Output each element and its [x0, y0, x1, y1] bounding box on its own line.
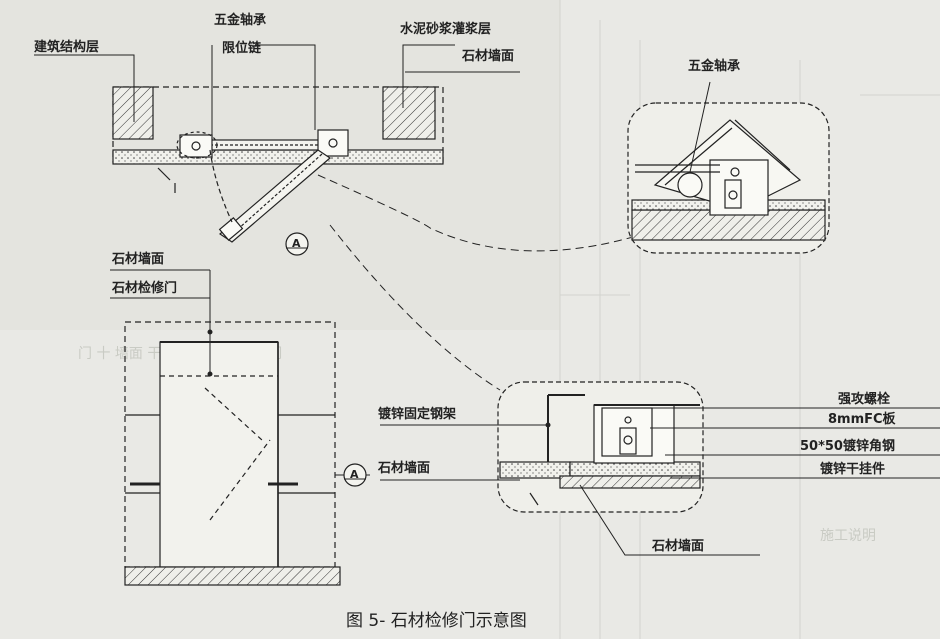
label-detail-stone-face-left: 石材墙面	[377, 460, 430, 476]
plan-leaders	[34, 44, 520, 140]
label-fc-board: 8mmFC板	[828, 411, 897, 427]
figure-caption: 图 5- 石材检修门示意图	[346, 611, 527, 631]
label-detail-stone-face-bottom: 石材墙面	[651, 538, 704, 554]
label-limit-chain: 限位链	[222, 40, 262, 56]
label-stone-face-top: 石材墙面	[461, 48, 514, 64]
label-steel-frame: 镀锌固定钢架	[378, 406, 456, 422]
detail-top	[627, 102, 830, 254]
label-elevation-stone-face: 石材墙面	[111, 251, 164, 267]
label-screw: 强攻螺栓	[838, 391, 890, 407]
label-structure-layer: 建筑结构层	[34, 39, 99, 55]
label-mortar-layer: 水泥砂浆灌浆层	[400, 21, 491, 37]
connector-bottom	[329, 224, 501, 391]
ghost-text-2: 施工说明	[820, 528, 876, 544]
detail-bottom	[497, 381, 704, 513]
leader-detail-top-hinge	[689, 81, 711, 173]
section-mark-elevation: A	[350, 468, 359, 481]
detail-bottom-leaders	[380, 407, 940, 556]
elevation-view	[124, 321, 341, 586]
plan-view	[112, 86, 444, 243]
elevation-leaders	[110, 269, 213, 377]
label-access-door: 石材检修门	[111, 280, 177, 296]
label-angle-steel: 50*50镀锌角钢	[800, 438, 895, 454]
label-detail-top-hinge: 五金轴承	[688, 58, 740, 74]
label-hinge-top: 五金轴承	[214, 12, 266, 28]
section-mark-plan: A	[292, 237, 301, 250]
section-marker-plan: A	[285, 232, 309, 256]
section-marker-elevation: A	[335, 463, 370, 487]
label-hanger: 镀锌干挂件	[820, 461, 885, 477]
connector-top	[317, 174, 641, 252]
